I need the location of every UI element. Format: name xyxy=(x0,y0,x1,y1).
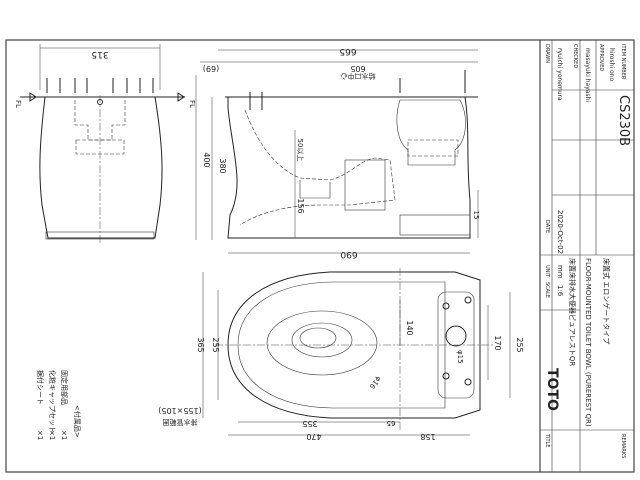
item-number: CS230B xyxy=(616,95,631,146)
dim-base-15: 15 xyxy=(472,211,480,220)
bowl-opening xyxy=(291,322,353,358)
accessories-list: <付属品> 固定用部品 ×1 化粧キャップセット ×1 据付シート ×1 xyxy=(36,370,82,440)
side-view: 665 (69) 605 給水口中心 400 380 50以上 156 xyxy=(195,46,480,259)
title-block: DATE 2020-Oct-02 DRAWN ryuichi yonemura … xyxy=(539,39,635,473)
date-label: DATE xyxy=(544,220,550,233)
approved-label: APPROVED xyxy=(598,44,604,71)
accessory-qty: ×1 xyxy=(48,430,56,440)
dim-height-380: 380 xyxy=(218,158,227,173)
plan-view: 365 255 140 170 255 φ15 φ16 355 65 470 1… xyxy=(158,268,524,441)
dim-plan-140: 140 xyxy=(405,320,414,335)
front-body-outline xyxy=(39,96,163,239)
fl-left-marker xyxy=(29,92,37,102)
accessories-heading: <付属品> xyxy=(73,405,82,438)
drawn-by: ryuichi yonemura xyxy=(556,48,563,101)
date-value: 2020-Oct-02 xyxy=(556,210,564,254)
supply-center-note: 給水口中心 xyxy=(341,72,376,81)
dim-plan-255: 255 xyxy=(211,337,220,352)
dim-side-69: (69) xyxy=(203,64,219,73)
dim-base-690: 690 xyxy=(340,249,357,259)
title-label: TITLE xyxy=(544,433,550,448)
dim-plan-65: 65 xyxy=(387,419,396,427)
item-number-label: ITEM NUMBER xyxy=(620,44,626,80)
scale-label: SCALE xyxy=(544,282,550,298)
trapway xyxy=(239,109,396,226)
unit-value: mm xyxy=(556,265,564,279)
approved-by: hiroshi ono xyxy=(608,48,615,81)
title-jp: 床置床排水大便器ピュアレストQR xyxy=(568,258,577,366)
dim-drain-50: 50以上 xyxy=(296,139,305,162)
dim-height-156: 156 xyxy=(296,198,305,213)
dim-plan-158: 158 xyxy=(420,432,435,441)
accessory-qty: ×1 xyxy=(60,430,68,440)
bowl-rim xyxy=(266,310,378,376)
plan-outer-outline xyxy=(227,271,481,419)
fl-label-right: FL xyxy=(188,100,196,108)
accessory-item: 据付シート xyxy=(36,370,45,405)
checked-label: CHECKED xyxy=(572,44,578,68)
checked-by: masayuki hayashi xyxy=(584,48,591,102)
dim-phi-15: φ15 xyxy=(456,350,464,364)
dim-side-605: 605 xyxy=(350,64,365,73)
dim-plan-355: 355 xyxy=(302,419,317,428)
dim-plan-255-right: 255 xyxy=(515,337,524,352)
subtitle-jp: 床置式 エロンゲートタイプ xyxy=(602,258,611,344)
side-body-outline xyxy=(227,96,471,239)
toto-logo: TOTO xyxy=(544,368,560,411)
remarks-label: REMARKS xyxy=(620,434,626,458)
dim-plan-170: 170 xyxy=(493,335,502,350)
accessory-item: 固定用部品 xyxy=(60,370,69,405)
dim-side-665: 665 xyxy=(339,46,356,56)
dim-plan-365: 365 xyxy=(196,337,205,352)
unit-label: UNIT xyxy=(544,265,550,278)
dim-plan-470: 470 xyxy=(306,432,321,441)
fl-label-left: FL xyxy=(14,100,22,108)
front-view: 315 FL FL xyxy=(14,44,196,245)
drawn-label: DRAWN xyxy=(544,44,550,63)
scale-value: 1:6 xyxy=(556,285,564,297)
title-en: FLOOR-MOUNTED TOILET BOWL (PUREREST QR) xyxy=(584,258,592,427)
accessory-item: 化粧キャップセット xyxy=(48,370,57,433)
drain-range-note: 排水管範囲 xyxy=(163,418,198,427)
drain-range-dim: (155×105) xyxy=(158,406,201,415)
accessory-qty: ×1 xyxy=(36,430,44,440)
supply-hole xyxy=(445,325,467,347)
dim-height-400: 400 xyxy=(202,152,211,167)
dim-phi-16: φ16 xyxy=(367,375,382,391)
dim-top-width: 315 xyxy=(91,49,108,59)
